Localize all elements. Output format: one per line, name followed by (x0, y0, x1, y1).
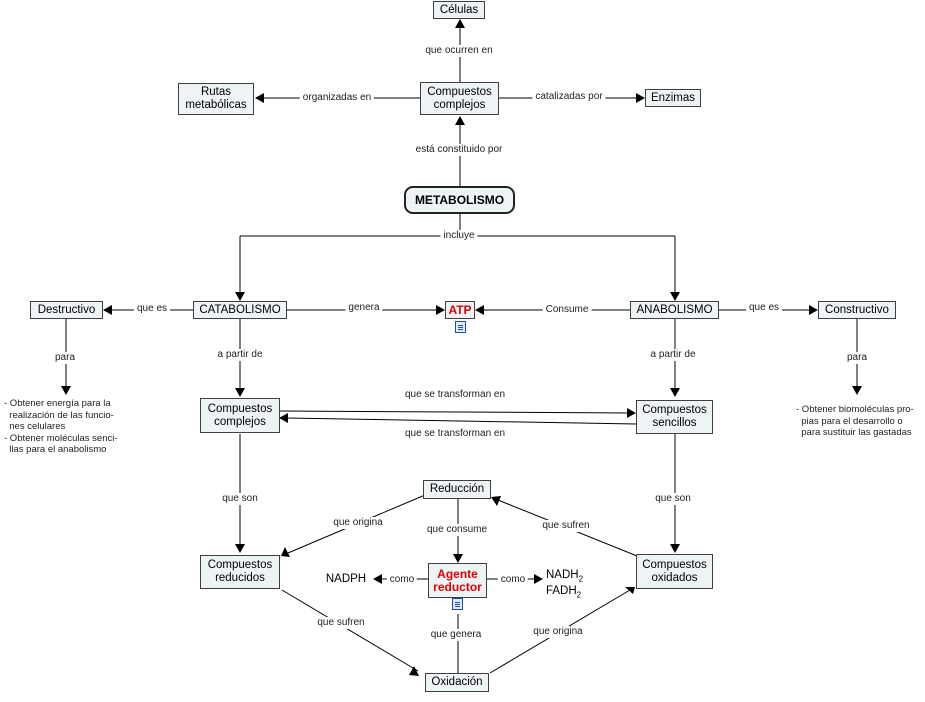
nadh-subscript: 2 (578, 574, 584, 584)
label-que-son-left: que son (219, 493, 261, 505)
label-que-es-left: que es (133, 303, 171, 315)
label-que-se-transforman-en-bottom: que se transforman en (401, 428, 509, 440)
label-consume: Consume (542, 304, 592, 316)
label-que-sufren-top: que sufren (539, 520, 593, 532)
node-nadph[interactable]: NADPH (325, 572, 367, 585)
node-compuestos-oxidados[interactable]: Compuestos oxidados (636, 554, 713, 589)
label-que-origina-top: que origina (330, 517, 386, 529)
label-catalizadas-por: catalizadas por (532, 91, 606, 103)
label-genera: genera (345, 302, 383, 314)
node-celulas[interactable]: Células (433, 1, 485, 19)
label-que-origina-bottom: que origina (530, 626, 586, 638)
node-compuestos-sencillos[interactable]: Compuestos sencillos (636, 400, 713, 434)
node-constructivo[interactable]: Constructivo (818, 301, 896, 319)
node-compuestos-complejos-top[interactable]: Compuestos complejos (420, 82, 499, 115)
label-esta-constituido-por: está constituido por (412, 144, 506, 156)
node-catabolismo[interactable]: CATABOLISMO (193, 301, 287, 319)
label-como-left: como (386, 574, 418, 586)
nadh-text: NADH (546, 569, 579, 581)
label-incluye: incluye (440, 230, 478, 242)
label-que-ocurren-en: que ocurren en (422, 45, 496, 57)
label-organizadas-en: organizadas en (299, 92, 375, 104)
label-que-es-right: que es (745, 302, 783, 314)
label-que-consume: que consume (423, 524, 491, 536)
node-reduccion[interactable]: Reducción (423, 480, 491, 499)
label-a-partir-de-right: a partir de (647, 349, 699, 361)
node-nadh2-fadh2[interactable]: NADH2 FADH2 (543, 568, 593, 600)
note-destructivo: - Obtener energía para la realización de… (4, 398, 118, 455)
label-que-son-right: que son (652, 493, 694, 505)
node-metabolismo[interactable]: METABOLISMO (404, 186, 515, 214)
label-para-right: para (843, 352, 871, 364)
label-como-right: como (497, 574, 529, 586)
node-rutas-metabolicas[interactable]: Rutas metabólicas (178, 83, 254, 115)
node-destructivo[interactable]: Destructivo (30, 301, 103, 319)
node-agente-reductor[interactable]: Agente reductor (428, 563, 487, 598)
agente-reductor-document-icon[interactable] (452, 598, 463, 610)
node-oxidacion[interactable]: Oxidación (425, 673, 489, 692)
node-compuestos-reducidos[interactable]: Compuestos reducidos (200, 555, 280, 589)
label-a-partir-de-left: a partir de (214, 349, 266, 361)
node-atp[interactable]: ATP (445, 301, 475, 319)
label-que-sufren-bottom: que sufren (314, 617, 368, 629)
label-que-genera: que genera (427, 629, 485, 641)
node-anabolismo[interactable]: ANABOLISMO (630, 301, 719, 319)
label-que-se-transforman-en-top: que se transforman en (401, 389, 509, 401)
node-enzimas[interactable]: Enzimas (645, 89, 701, 107)
label-para-left: para (51, 352, 79, 364)
note-constructivo: - Obtener biomoléculas pro- pias para el… (796, 404, 914, 438)
node-compuestos-complejos[interactable]: Compuestos complejos (200, 398, 280, 433)
atp-document-icon[interactable] (455, 321, 466, 333)
fadh-subscript: 2 (576, 590, 582, 600)
fadh-text: FADH (546, 585, 577, 598)
